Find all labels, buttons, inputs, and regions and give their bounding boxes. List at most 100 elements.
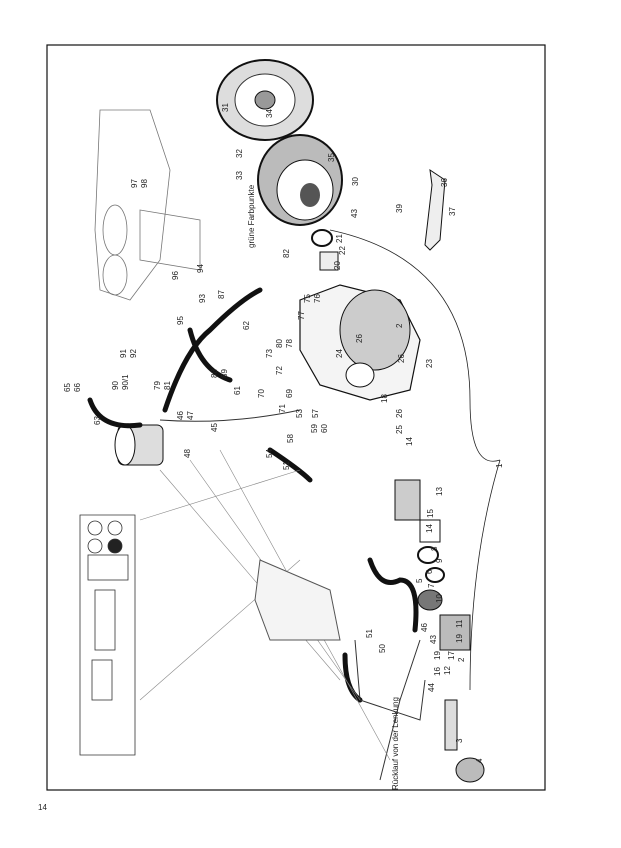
part-label: 17 <box>447 651 456 660</box>
part-label: 23 <box>425 359 434 368</box>
output-shaft-parts <box>394 479 485 783</box>
part-label: 5 <box>415 578 424 583</box>
part-label: 32 <box>235 149 244 158</box>
dashboard-panel <box>79 514 136 756</box>
part-label: 91 <box>119 349 128 358</box>
part-label: 47 <box>186 411 195 420</box>
part-label: 82 <box>282 249 291 258</box>
part-label: 58 <box>286 434 295 443</box>
part-label: 95 <box>176 316 185 325</box>
part-label: 75 <box>303 294 312 303</box>
part-label: 26 <box>355 334 364 343</box>
part-label: 59 <box>310 424 319 433</box>
part-label: 79 <box>153 381 162 390</box>
part-label: 44 <box>427 683 436 692</box>
part-label: 13 <box>435 487 444 496</box>
part-label: 53 <box>295 409 304 418</box>
part-label: 37 <box>448 207 457 216</box>
part-label: 88 <box>210 369 219 378</box>
bushing <box>319 251 339 271</box>
part-label: 22 <box>338 246 347 255</box>
part-label: 1 <box>495 463 504 468</box>
part-label: 72 <box>275 366 284 375</box>
part-label: 2 <box>457 657 466 662</box>
part-label: 16 <box>433 667 442 676</box>
part-label: 6 <box>425 569 434 574</box>
part-label: 4 <box>475 758 484 763</box>
part-label: 34 <box>265 109 274 118</box>
part-label: 43 <box>429 635 438 644</box>
part-label: 54 <box>265 449 274 458</box>
flywheel <box>216 59 314 141</box>
part-label: 12 <box>443 666 452 675</box>
part-label: 2 <box>395 323 404 328</box>
part-label: 46 <box>176 411 185 420</box>
part-label: 8 <box>430 546 439 551</box>
part-label: 78 <box>285 339 294 348</box>
part-label: 92 <box>129 349 138 358</box>
part-label: 80 <box>275 339 284 348</box>
part-label: 33 <box>235 171 244 180</box>
part-label: 25 <box>395 425 404 434</box>
part-label: 65 <box>63 383 72 392</box>
torque-converter <box>257 134 343 226</box>
part-label: 51 <box>365 629 374 638</box>
part-label: 11 <box>455 619 464 628</box>
part-label: 61 <box>233 386 242 395</box>
diagram-frame <box>46 44 546 791</box>
part-label: 18 <box>380 394 389 403</box>
part-label: 10 <box>435 594 444 603</box>
part-label: 94 <box>196 264 205 273</box>
page-number: 14 <box>38 803 47 812</box>
part-label: 39 <box>395 204 404 213</box>
hydraulic-pump <box>114 424 164 466</box>
part-label: 69 <box>285 389 294 398</box>
annotation-return-line: Rücklauf von der Lenkung <box>391 697 400 790</box>
part-label: 77 <box>297 311 306 320</box>
part-label: 50 <box>378 644 387 653</box>
part-label: 19 <box>433 651 442 660</box>
oil-tank <box>254 559 341 641</box>
part-label: 48 <box>183 449 192 458</box>
part-label: 71 <box>278 404 287 413</box>
part-label: 43 <box>350 209 359 218</box>
part-label: 45 <box>210 423 219 432</box>
part-label: 20 <box>333 261 342 270</box>
cover-plate <box>424 168 446 251</box>
part-label: 15 <box>426 509 435 518</box>
seal-ring <box>311 229 333 247</box>
part-label: 30 <box>351 177 360 186</box>
part-label: 57 <box>311 409 320 418</box>
part-label: 26 <box>397 354 406 363</box>
part-label: 24 <box>335 349 344 358</box>
group-boundary-line <box>329 229 501 691</box>
part-label: 21 <box>335 234 344 243</box>
part-label: 97 <box>130 179 139 188</box>
part-label: 7 <box>427 583 436 588</box>
part-label: 35 <box>327 153 336 162</box>
part-label: 14 <box>425 524 434 533</box>
annotation-green-dots: grüne Farbpunkte <box>247 184 256 248</box>
part-label: 51 <box>282 461 291 470</box>
part-label: 93 <box>198 294 207 303</box>
part-label: 98 <box>140 179 149 188</box>
part-label: 26 <box>395 409 404 418</box>
gearbox-housing <box>299 284 421 401</box>
part-label: 9 <box>435 558 444 563</box>
part-label: 87 <box>217 290 226 299</box>
part-label: 73 <box>265 349 274 358</box>
part-label: 90 <box>111 381 120 390</box>
part-label: 36 <box>440 178 449 187</box>
part-label: 96 <box>171 271 180 280</box>
part-label: 46 <box>420 623 429 632</box>
part-label: 66 <box>73 383 82 392</box>
part-label: 62 <box>242 321 251 330</box>
part-label: 81 <box>163 381 172 390</box>
part-label: 3 <box>455 738 464 743</box>
part-label: 70 <box>257 389 266 398</box>
part-label: 89 <box>220 369 229 378</box>
part-label: 63 <box>93 416 102 425</box>
part-label: 60 <box>320 424 329 433</box>
